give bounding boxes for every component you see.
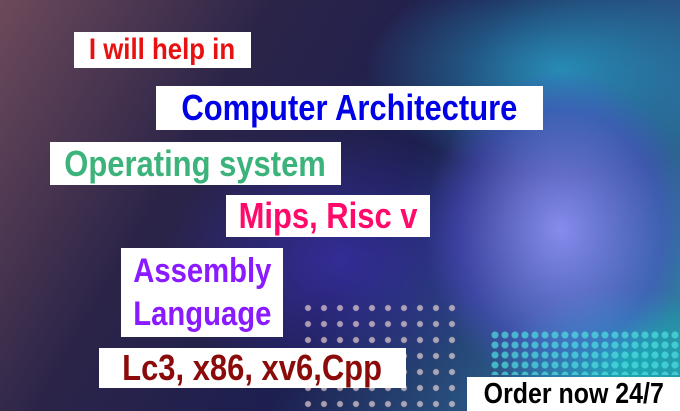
order-now-text: Order now 24/7 [483,377,664,410]
topic-text: Lc3, x86, xv6,Cpp [122,347,383,388]
topic-operating-system: Operating system [50,142,341,185]
topic-lc3-x86-xv6-cpp: Lc3, x86, xv6,Cpp [99,348,406,388]
intro-text: I will help in [89,33,236,66]
topic-text: Operating system [64,142,327,184]
hex-grid-decoration [490,330,680,375]
topic-text-line2: Language [132,294,272,333]
topic-mips-risc-v: Mips, Risc v [226,195,430,237]
topic-text: Mips, Risc v [238,195,418,236]
topic-assembly-language: Assembly Language [121,248,283,337]
topic-computer-architecture: Computer Architecture [156,86,543,130]
topic-text: Computer Architecture [181,87,518,128]
order-now-badge: Order now 24/7 [467,377,680,411]
topic-text-line1: Assembly [132,252,272,290]
intro-label: I will help in [74,32,251,68]
